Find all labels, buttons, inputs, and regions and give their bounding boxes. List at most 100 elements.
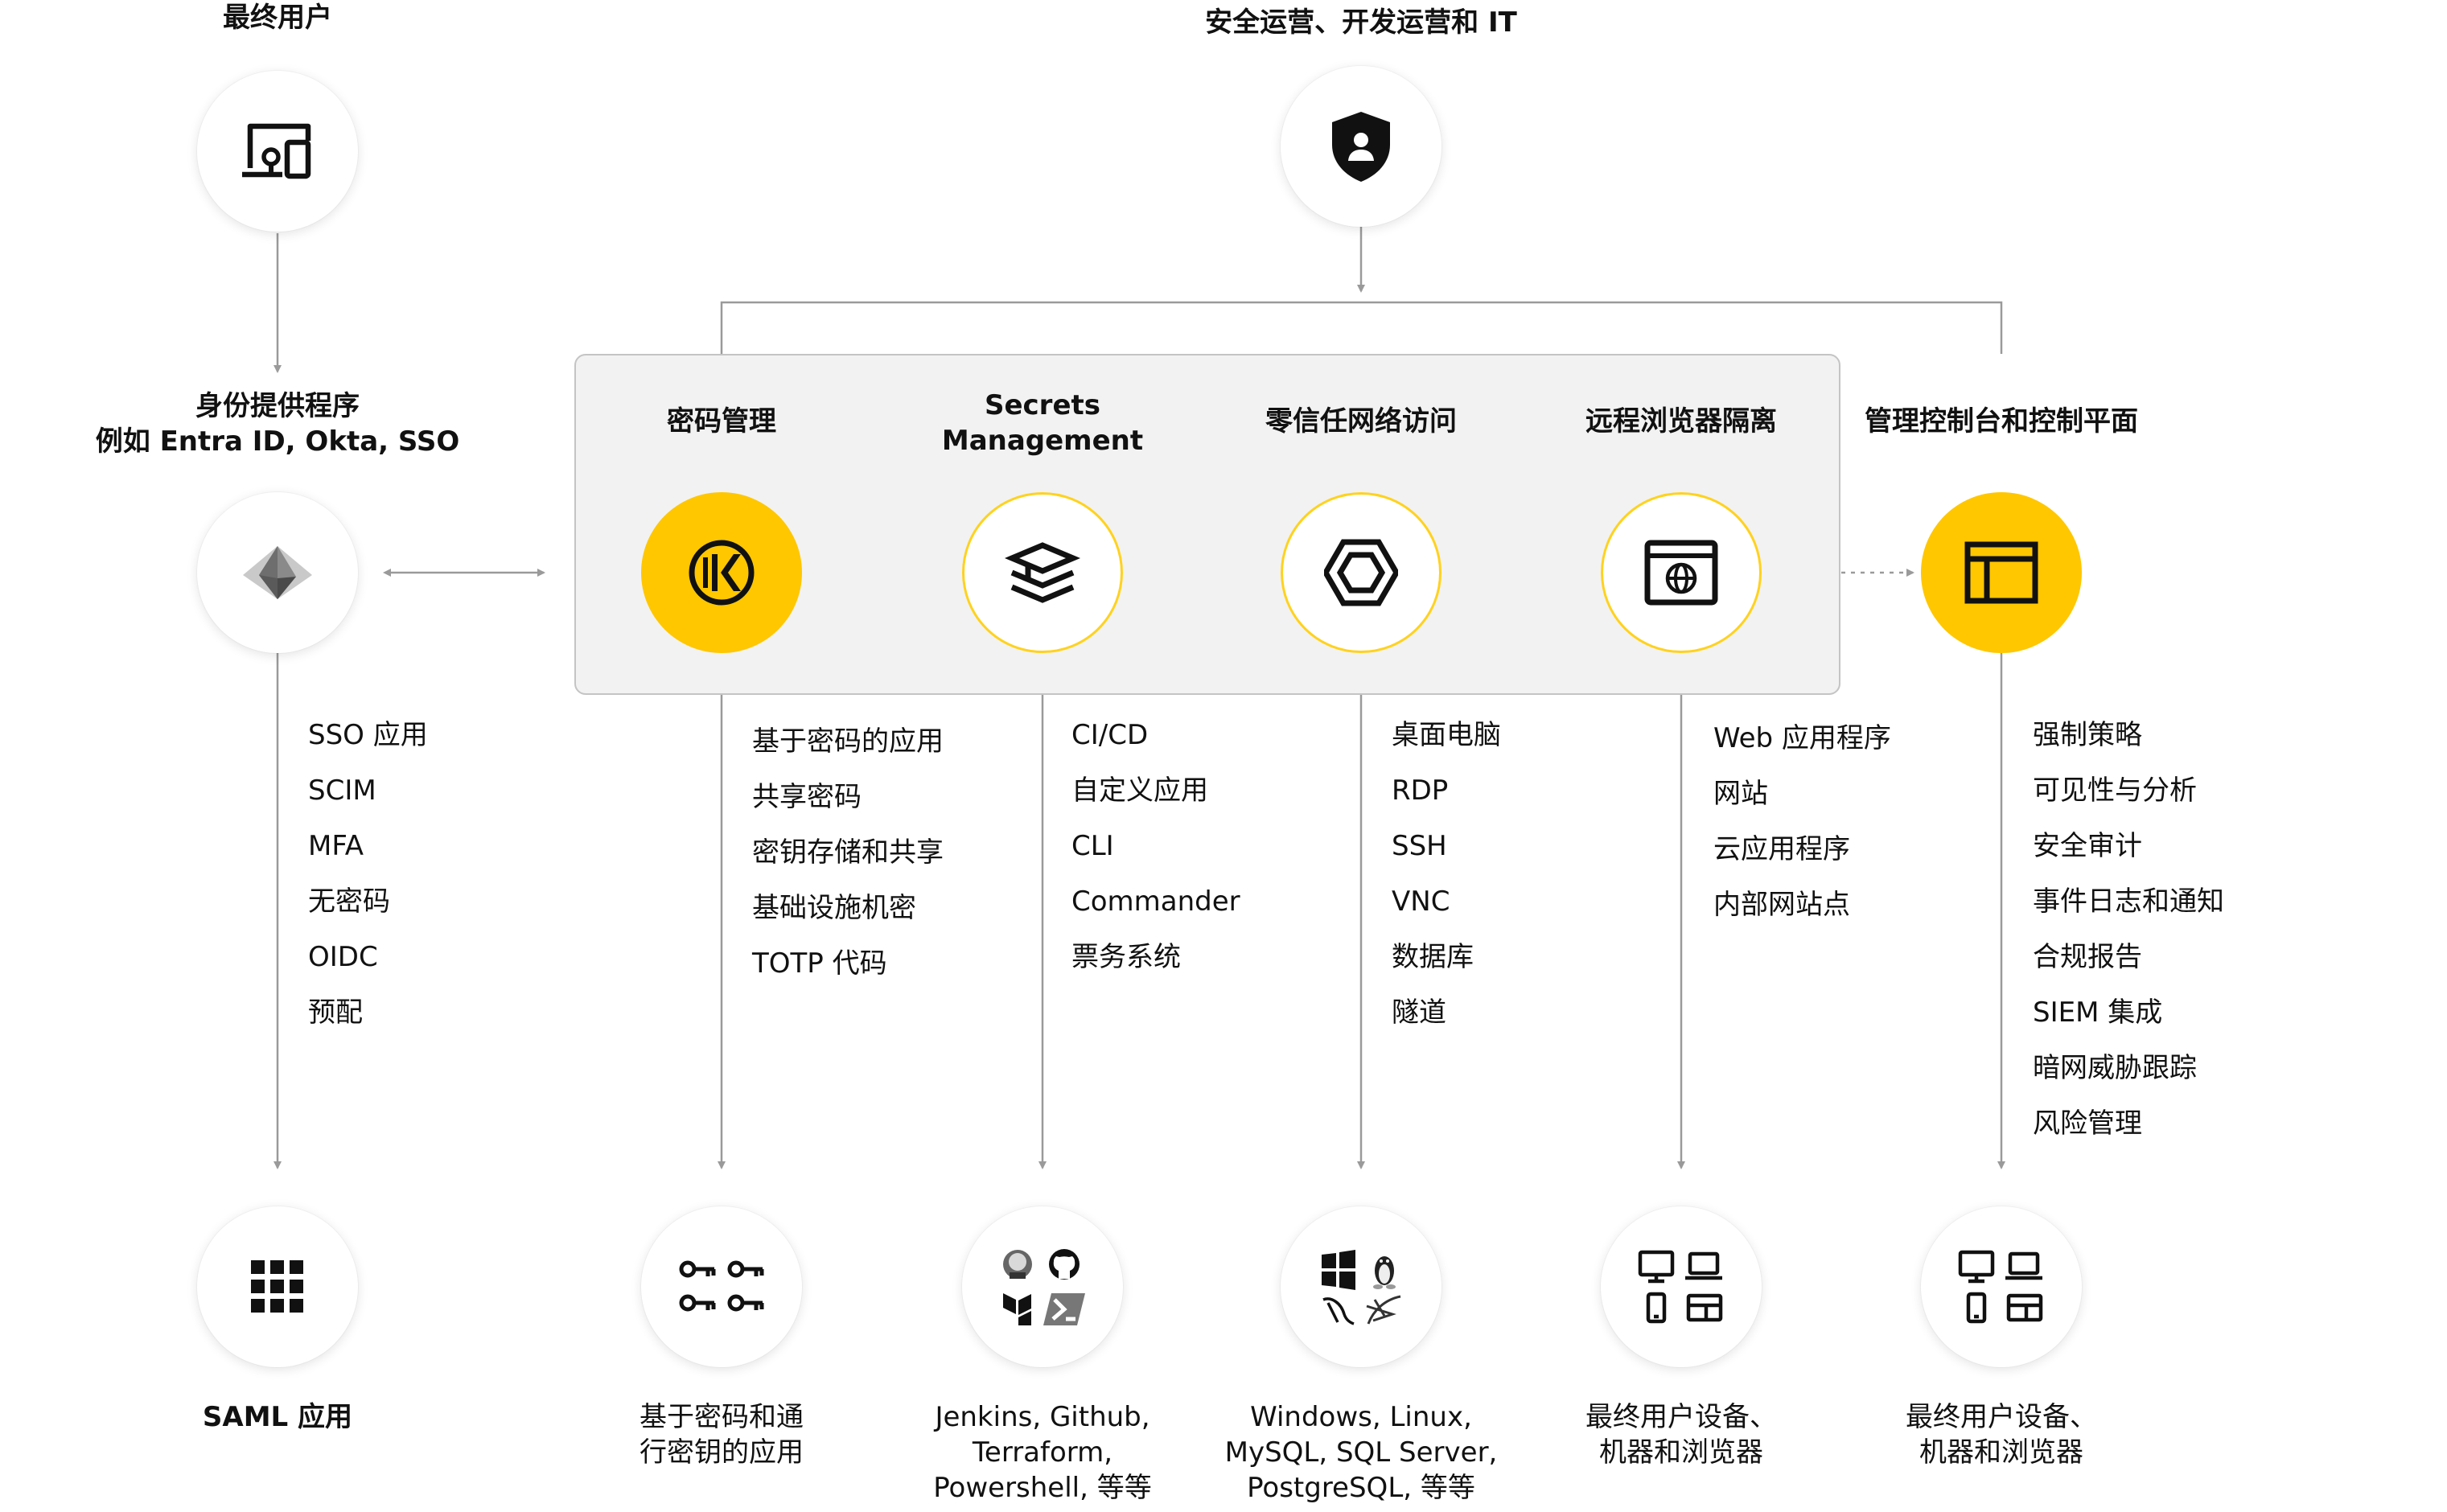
idp-feature: OIDC [308, 941, 378, 973]
devices-icon [242, 123, 311, 179]
idp-heading: 身份提供程序 例如 Entra ID, Okta, SSO [76, 388, 479, 459]
shield-user-icon [1332, 112, 1390, 182]
console-devices-node [1921, 1206, 2082, 1367]
idp-feature: SCIM [308, 774, 376, 807]
terraform-icon [1003, 1293, 1031, 1325]
hexagon-icon [1324, 539, 1398, 606]
app-grid-icon [251, 1260, 303, 1313]
console-feature: 强制策略 [2033, 719, 2142, 751]
ztna-heading: 零信任网络访问 [1265, 405, 1457, 438]
secops-heading: 安全运营、开发运营和 IT [1205, 6, 1517, 39]
phone-icon [1966, 1292, 1987, 1324]
jenkins-icon [1003, 1250, 1032, 1279]
idp-feature: SSO 应用 [308, 719, 428, 751]
ztna-feature: 数据库 [1392, 941, 1474, 973]
console-node [1921, 492, 2082, 653]
console-feature: 风险管理 [2033, 1107, 2142, 1140]
rbi-node [1601, 492, 1762, 653]
jenkins-github-terraform-powershell-icons [1003, 1249, 1085, 1325]
saml-apps-node [197, 1206, 358, 1367]
os-databases-node [1281, 1206, 1441, 1367]
secops-bracket [720, 301, 2003, 354]
rbi-feature-list: Web 应用程序 网站 云应用程序 内部网站点 [1713, 711, 1891, 933]
desktop-laptop-phone-tablet-icons [1638, 1250, 1723, 1324]
secrets-feature: 自定义应用 [1071, 774, 1208, 807]
windows-icon [1322, 1250, 1355, 1290]
github-icon [1049, 1249, 1080, 1280]
password-mgmt-feature: 基于密码的应用 [752, 725, 944, 758]
secrets-feature: Commander [1071, 885, 1240, 918]
powershell-icon [1043, 1293, 1085, 1325]
secrets-feature: CI/CD [1071, 719, 1149, 751]
tablet-icon [2006, 1293, 2043, 1322]
ztna-feature: VNC [1392, 885, 1450, 918]
secops-node [1281, 66, 1441, 227]
tablet-icon [1686, 1293, 1723, 1322]
secrets-node [962, 492, 1123, 653]
idp-feature: MFA [308, 830, 364, 862]
password-mgmt-feature: TOTP 代码 [752, 947, 887, 980]
mysql-icon [1322, 1297, 1355, 1325]
laptop-icon [1685, 1251, 1722, 1280]
rbi-feature: Web 应用程序 [1713, 722, 1891, 754]
idp-feature: 无密码 [308, 885, 390, 918]
console-layout-icon [1964, 541, 2038, 604]
console-feature: 安全审计 [2033, 830, 2142, 862]
rbi-devices-caption: 最终用户设备、 机器和浏览器 [1585, 1401, 1777, 1469]
desktop-icon [1638, 1250, 1675, 1284]
secrets-feature-list: CI/CD 自定义应用 CLI Commander 票务系统 [1071, 708, 1240, 985]
rbi-feature: 云应用程序 [1713, 833, 1850, 865]
idp-subtitle: 例如 Entra ID, Okta, SSO [95, 425, 460, 458]
ztna-feature: RDP [1392, 774, 1449, 807]
password-mgmt-feature: 密钥存储和共享 [752, 836, 944, 869]
desktop-laptop-phone-tablet-icons [1958, 1250, 2043, 1324]
console-feature: 合规报告 [2033, 941, 2142, 973]
console-feature-list: 强制策略 可见性与分析 安全审计 事件日志和通知 合规报告 SIEM 集成 暗网… [2033, 708, 2224, 1152]
rbi-devices-node [1601, 1206, 1762, 1367]
password-mgmt-node [641, 492, 802, 653]
devops-tools-caption: Jenkins, Github, Terraform, Powershell, … [933, 1401, 1152, 1504]
rbi-feature: 网站 [1713, 778, 1768, 810]
phone-icon [1646, 1292, 1667, 1324]
ztna-feature: 隧道 [1392, 996, 1446, 1029]
console-devices-caption: 最终用户设备、 机器和浏览器 [1906, 1401, 2097, 1469]
password-apps-caption: 基于密码和通 行密钥的应用 [640, 1401, 804, 1469]
password-apps-node [641, 1206, 802, 1367]
ztna-node [1281, 492, 1441, 653]
saml-apps-caption: SAML 应用 [202, 1401, 353, 1433]
desktop-icon [1958, 1250, 1995, 1284]
console-feature: 暗网威胁跟踪 [2033, 1052, 2197, 1084]
password-mgmt-feature: 基础设施机密 [752, 892, 916, 924]
sql-server-icon [1366, 1295, 1401, 1325]
os-databases-caption: Windows, Linux, MySQL, SQL Server, Postg… [1224, 1401, 1498, 1504]
windows-linux-mysql-sqlserver-icons [1322, 1250, 1401, 1325]
console-feature: SIEM 集成 [2033, 996, 2163, 1029]
key-icon [679, 1260, 716, 1278]
console-feature: 事件日志和通知 [2033, 885, 2224, 918]
entra-id-logo [243, 546, 312, 599]
ztna-feature-list: 桌面电脑 RDP SSH VNC 数据库 隧道 [1392, 708, 1501, 1041]
devops-tools-node [962, 1206, 1123, 1367]
end-users-node [197, 71, 358, 232]
ztna-feature: SSH [1392, 830, 1447, 862]
password-mgmt-feature-list: 基于密码的应用 共享密码 密钥存储和共享 基础设施机密 TOTP 代码 [752, 714, 944, 992]
end-users-heading: 最终用户 [223, 2, 332, 34]
idp-feature: 预配 [308, 996, 363, 1029]
secrets-feature: 票务系统 [1071, 941, 1181, 973]
password-mgmt-feature: 共享密码 [752, 781, 862, 813]
idp-title: 身份提供程序 [195, 390, 360, 422]
linux-icon [1373, 1256, 1396, 1289]
console-heading: 管理控制台和控制平面 [1865, 405, 2138, 438]
password-mgmt-heading: 密码管理 [667, 405, 776, 438]
browser-globe-icon [1644, 540, 1718, 606]
idp-node [197, 492, 358, 653]
console-feature: 可见性与分析 [2033, 774, 2197, 807]
laptop-icon [2005, 1251, 2042, 1280]
secrets-heading: Secrets Management [941, 389, 1144, 457]
ztna-feature: 桌面电脑 [1392, 719, 1501, 751]
rbi-feature: 内部网站点 [1713, 889, 1850, 921]
secrets-stack-icon [1004, 542, 1081, 603]
idp-feature-list: SSO 应用 SCIM MFA 无密码 OIDC 预配 [308, 708, 428, 1041]
rbi-heading: 远程浏览器隔离 [1585, 405, 1777, 438]
keeper-logo [689, 540, 755, 606]
